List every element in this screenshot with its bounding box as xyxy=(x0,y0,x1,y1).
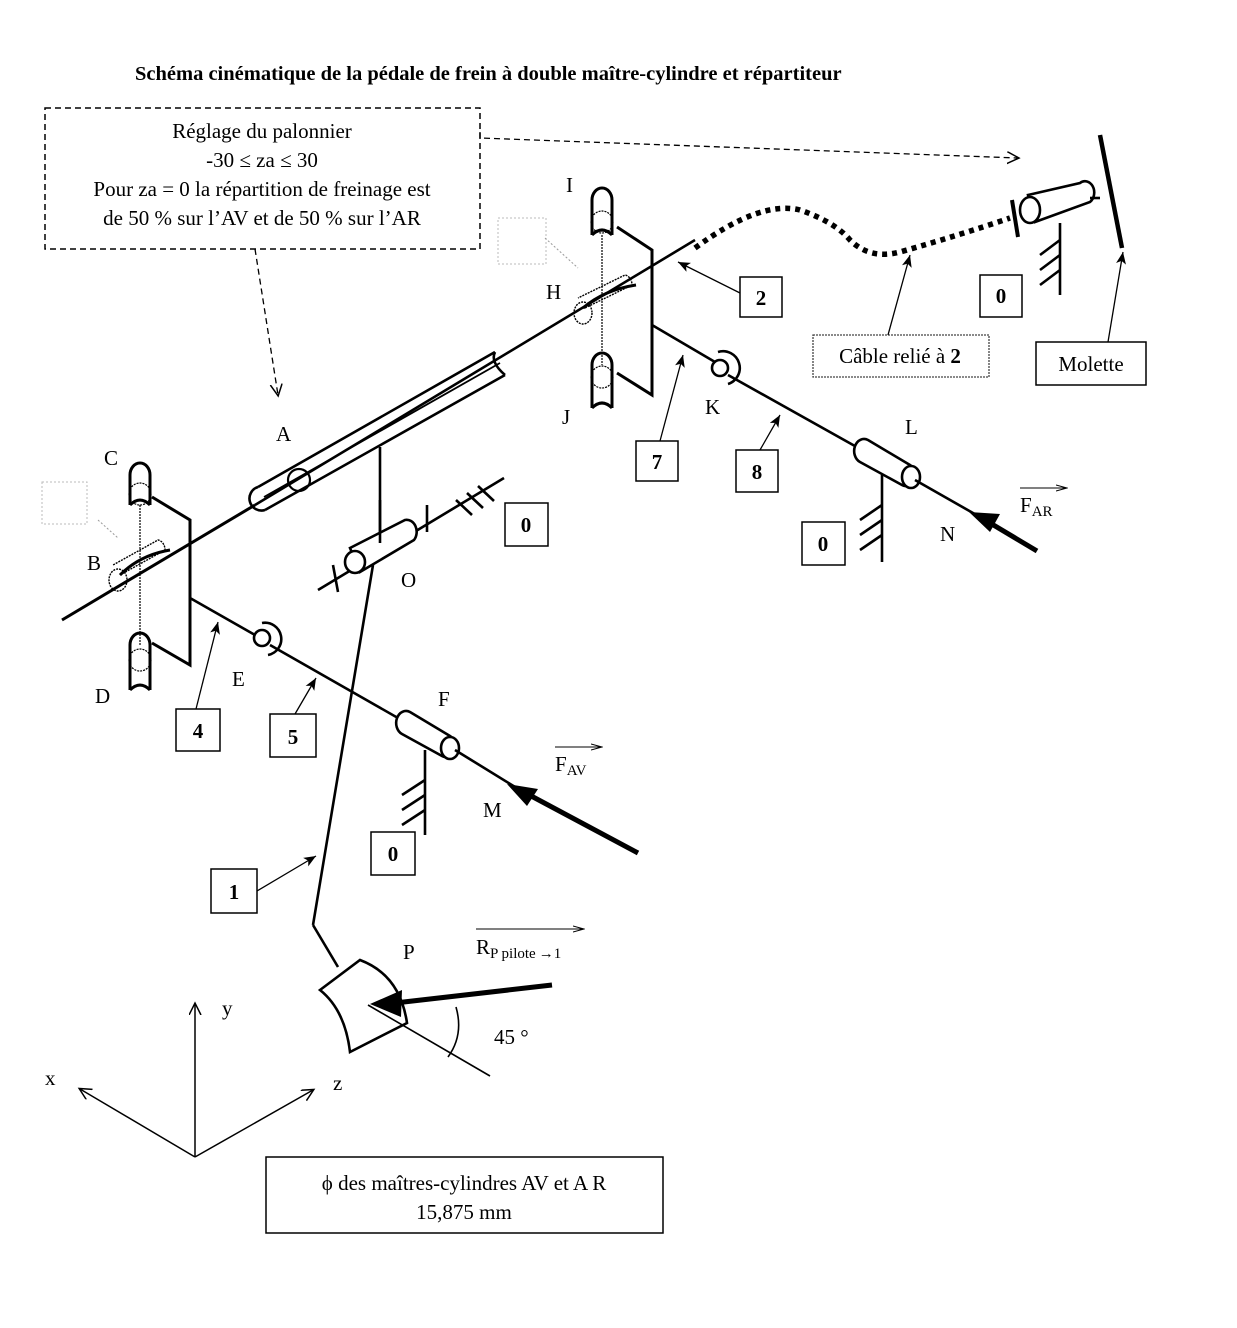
cylinder-diameter-note: ϕ des maîtres-cylindres AV et A R 15,875… xyxy=(265,1156,664,1234)
point-label-J: J xyxy=(562,405,570,429)
svg-text:0: 0 xyxy=(818,532,829,556)
point-label-B: B xyxy=(87,551,101,575)
point-label-F: F xyxy=(438,687,450,711)
force-label-FAV: FAV xyxy=(555,747,602,779)
axis-label-x: x xyxy=(45,1066,56,1090)
pivot-O xyxy=(317,476,505,593)
axes-triad xyxy=(80,1004,313,1158)
point-label-M: M xyxy=(483,798,502,822)
cable-callout-part: 2 xyxy=(950,344,961,368)
part-box-0-O: 0 xyxy=(504,502,549,547)
force-FAV-arrow xyxy=(507,784,640,856)
master-cylinder-front-F xyxy=(394,709,521,835)
diagram-title: Schéma cinématique de la pédale de frein… xyxy=(135,63,842,85)
blank-marker-left xyxy=(41,481,88,525)
svg-text:4: 4 xyxy=(193,719,204,743)
svg-text:5: 5 xyxy=(288,725,299,749)
svg-text:Molette: Molette xyxy=(1058,352,1123,376)
right-rocker-assembly xyxy=(573,186,716,410)
part-box-5: 5 xyxy=(269,713,317,758)
joint-K xyxy=(710,350,863,452)
part-box-0-molette: 0 xyxy=(979,274,1023,318)
note-line-3: Pour za = 0 la répartition de freinage e… xyxy=(93,177,430,201)
part-box-0-F: 0 xyxy=(370,831,416,876)
force-label-FAR: FAR xyxy=(1020,488,1067,520)
note-line-4: de 50 % sur l’AV et de 50 % sur l’AR xyxy=(103,206,421,230)
blank-marker-right-leader xyxy=(544,237,579,269)
cylinder-note-line-1: ϕ des maîtres-cylindres AV et A R xyxy=(322,1171,606,1195)
point-label-C: C xyxy=(104,446,118,470)
adjustment-note: Réglage du palonnier -30 ≤ za ≤ 30 Pour … xyxy=(44,107,481,250)
svg-text:RP pilote→1: RP pilote→1 xyxy=(476,935,561,962)
force-R-pilot-arrow xyxy=(370,982,553,1017)
svg-text:FAR: FAR xyxy=(1020,493,1053,520)
master-cylinder-rear-L xyxy=(852,437,981,562)
angle-label: 45 ° xyxy=(494,1025,529,1049)
note-leader-to-A xyxy=(254,248,278,395)
joint-E xyxy=(252,621,406,724)
part-box-7: 7 xyxy=(635,440,679,482)
leader-7 xyxy=(659,354,685,442)
blank-marker-right xyxy=(497,217,547,265)
cylinder-note-line-2: 15,875 mm xyxy=(416,1200,512,1224)
note-line-2: -30 ≤ za ≤ 30 xyxy=(206,148,318,172)
leader-5 xyxy=(294,677,317,715)
leader-2 xyxy=(677,261,741,294)
svg-text:1: 1 xyxy=(229,880,240,904)
part-box-2: 2 xyxy=(739,276,783,318)
note-line-1: Réglage du palonnier xyxy=(172,119,352,143)
svg-text:8: 8 xyxy=(752,460,763,484)
molette-assembly xyxy=(1010,134,1125,295)
point-label-K: K xyxy=(705,395,720,419)
part-box-8: 8 xyxy=(735,449,779,493)
svg-text:0: 0 xyxy=(521,513,532,537)
leader-1 xyxy=(256,855,317,892)
point-label-H: H xyxy=(546,280,561,304)
note-leader-to-molette xyxy=(479,132,1018,158)
svg-text:FAV: FAV xyxy=(555,752,587,779)
point-label-E: E xyxy=(232,667,245,691)
force-label-R-pilot: RP pilote→1 xyxy=(476,929,584,962)
force-FAR-arrow xyxy=(969,512,1039,554)
axis-label-y: y xyxy=(222,996,233,1020)
point-label-A: A xyxy=(276,422,292,446)
axis-label-z: z xyxy=(333,1071,342,1095)
leader-cable xyxy=(887,254,912,336)
svg-text:0: 0 xyxy=(388,842,399,866)
pedal-lever-1 xyxy=(311,564,491,1077)
point-label-P: P xyxy=(403,940,415,964)
part-box-0-L: 0 xyxy=(801,521,846,566)
cable xyxy=(693,205,1011,257)
point-label-N: N xyxy=(940,522,955,546)
point-label-O: O xyxy=(401,568,416,592)
cable-callout-text: Câble relié à xyxy=(839,344,950,368)
leader-8 xyxy=(759,414,781,451)
svg-text:7: 7 xyxy=(652,450,663,474)
point-label-D: D xyxy=(95,684,110,708)
part-box-1: 1 xyxy=(210,868,258,914)
part-box-4: 4 xyxy=(175,708,221,752)
svg-text:2: 2 xyxy=(756,286,767,310)
point-label-L: L xyxy=(905,415,918,439)
svg-text:Câble relié à 2: Câble relié à 2 xyxy=(839,344,961,368)
leader-molette xyxy=(1107,251,1126,343)
cable-callout: Câble relié à 2 xyxy=(812,334,990,378)
molette-callout: Molette xyxy=(1035,341,1147,386)
leader-4 xyxy=(195,621,220,710)
blank-marker-left-leader xyxy=(97,519,119,539)
svg-text:0: 0 xyxy=(996,284,1007,308)
left-rocker-assembly xyxy=(61,461,256,692)
point-label-I: I xyxy=(566,173,573,197)
